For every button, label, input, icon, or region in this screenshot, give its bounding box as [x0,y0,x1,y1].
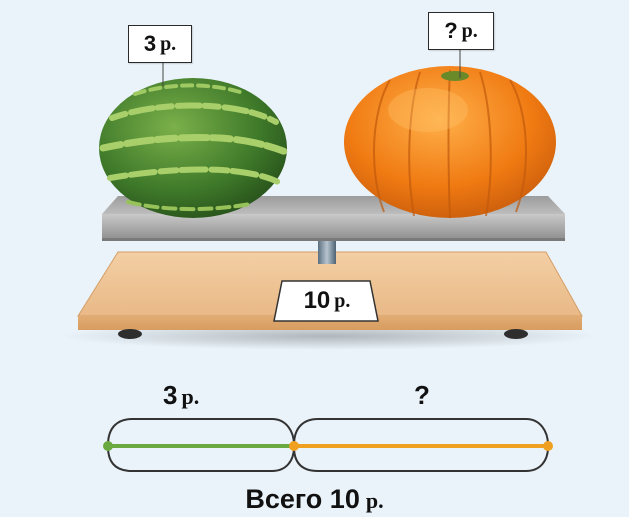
scale-display-unit: р. [334,289,351,312]
bar-right-value: ? [414,380,430,410]
bar-start-point [103,441,113,451]
watermelon-price-unit: р. [160,32,177,55]
scale-display-frame [273,280,379,322]
bar-left-unit: р. [181,384,200,409]
watermelon-price-value: 3 [143,31,157,56]
bar-total-unit: р. [365,488,384,513]
bar-end-point [543,441,553,451]
pumpkin [344,66,556,219]
scale-illustration [58,48,598,350]
pumpkin-stem [441,71,469,81]
bar-left-value: 3 [163,380,178,410]
bar-model [103,418,553,472]
bar-left-brace-top [107,418,295,446]
pumpkin-price-unit: р. [461,19,478,42]
bar-mid-point [289,441,299,451]
bar-right-brace-top [293,418,549,446]
scale-display-value: 10 [303,287,331,314]
bar-total-text: Всего 10 [245,484,360,514]
watermelon [99,78,290,218]
bar-right-brace-bottom [293,446,549,472]
bar-left-brace-bottom [107,446,295,472]
pumpkin-price-value: ? [444,18,458,43]
bar-right-label: ? [414,380,430,411]
pumpkin-price-tag: ?р. [428,12,494,50]
scale-post [318,238,336,264]
scale-foot-left [118,329,142,339]
scale-foot-right [504,329,528,339]
